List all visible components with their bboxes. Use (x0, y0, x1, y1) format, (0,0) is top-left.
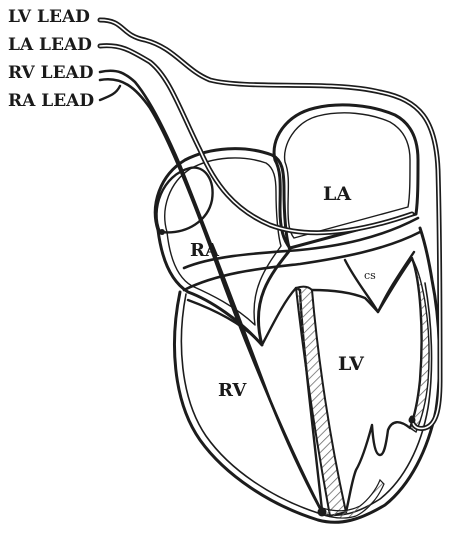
la-lead-wire-core (100, 46, 412, 233)
lead-label-rv: RV LEAD (8, 63, 94, 83)
av-groove-lower (184, 232, 420, 290)
rv-lead-tip (318, 508, 327, 517)
ra-lead-tip (159, 229, 165, 235)
right-atrium-inner (165, 158, 281, 325)
coronary-sinus-pocket (345, 252, 414, 312)
lead-label-ra: RA LEAD (8, 91, 94, 111)
lead-label-la: LA LEAD (8, 35, 92, 55)
label-ra: RA (190, 240, 220, 261)
label-lv: LV (338, 353, 365, 375)
lead-label-lv: LV LEAD (8, 7, 90, 27)
lv-lead-tip (409, 417, 416, 424)
label-rv: RV (218, 380, 247, 401)
ra-lead-wire (100, 86, 120, 100)
left-ventricle-free-wall (410, 258, 429, 432)
label-la: LA (323, 183, 351, 205)
interventricular-septum (296, 287, 346, 516)
la-lead-wire (100, 46, 412, 233)
label-cs: cs (364, 269, 376, 282)
